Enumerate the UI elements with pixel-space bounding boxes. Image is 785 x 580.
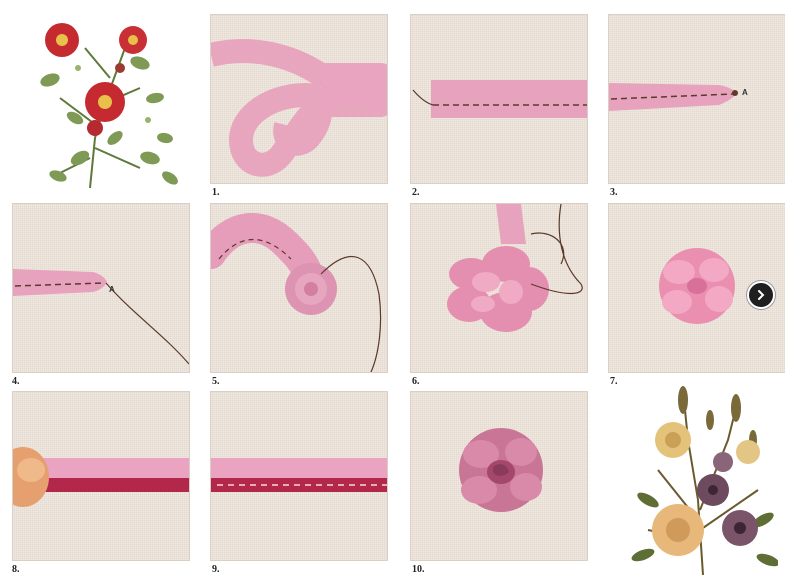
step-1-label: 1. bbox=[212, 187, 220, 198]
step-2-panel bbox=[410, 14, 588, 184]
step-8-panel bbox=[12, 391, 190, 561]
chevron-right-icon bbox=[755, 289, 767, 301]
step-1-panel bbox=[210, 14, 388, 184]
step-3-label: 3. bbox=[610, 187, 618, 198]
step-6-label: 6. bbox=[412, 376, 420, 387]
rose-illustration bbox=[20, 8, 190, 193]
next-slide-button[interactable] bbox=[747, 281, 775, 309]
step-5-panel bbox=[210, 203, 388, 373]
step-3-panel: A bbox=[608, 14, 785, 184]
step-9-panel bbox=[210, 391, 388, 561]
step-6-panel bbox=[410, 203, 588, 373]
step-10-label: 10. bbox=[412, 564, 425, 575]
step-7-label: 7. bbox=[610, 376, 618, 387]
step-4-panel: A bbox=[12, 203, 190, 373]
bouquet-illustration bbox=[628, 380, 778, 575]
step-2-label: 2. bbox=[412, 187, 420, 198]
step-8-label: 8. bbox=[12, 564, 20, 575]
point-a-marker-step-4: A bbox=[109, 285, 115, 294]
step-4-label: 4. bbox=[12, 376, 20, 387]
step-10-panel bbox=[410, 391, 588, 561]
step-9-label: 9. bbox=[212, 564, 220, 575]
point-a-marker: A bbox=[742, 88, 748, 97]
step-5-label: 5. bbox=[212, 376, 220, 387]
